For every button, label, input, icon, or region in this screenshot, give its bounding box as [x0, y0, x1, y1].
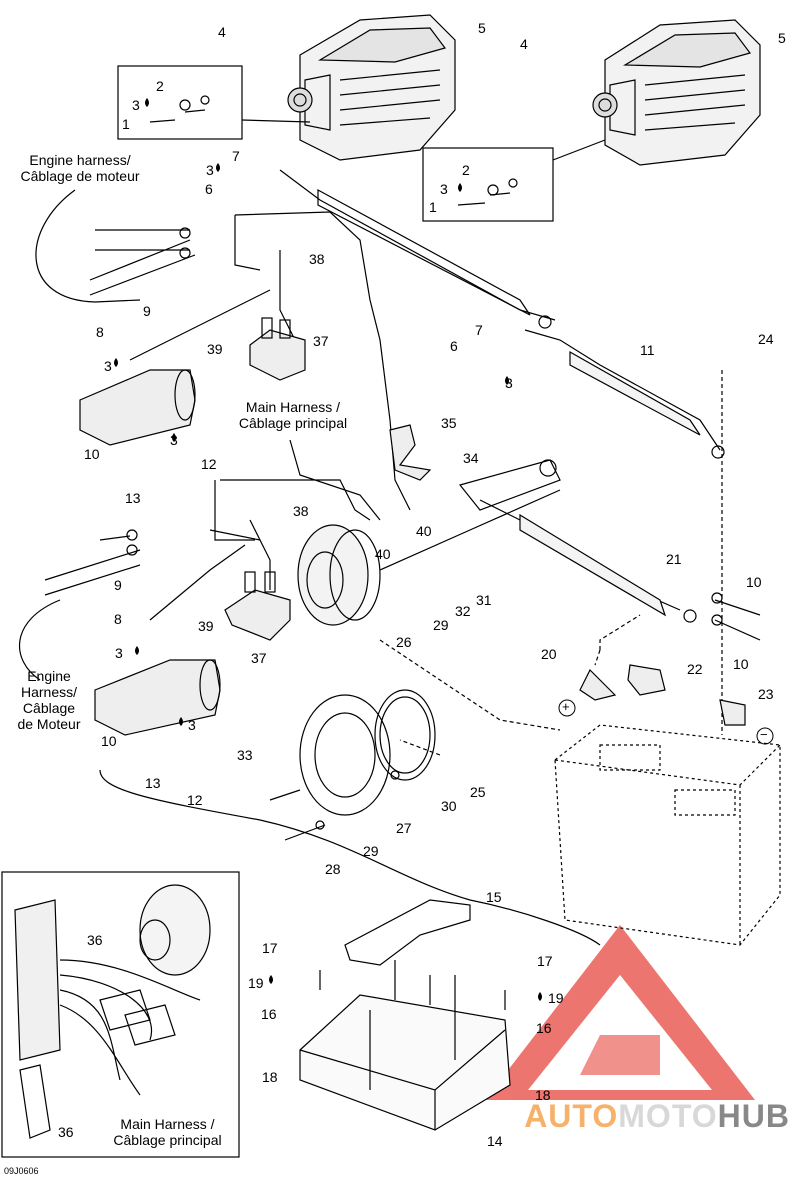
callout-3: 3 — [104, 358, 112, 374]
positive-sign: + — [562, 699, 570, 714]
oil-drop-icons — [114, 98, 542, 1001]
callout-6: 6 — [205, 181, 213, 197]
callout-26: 26 — [396, 634, 412, 650]
callout-7: 7 — [232, 148, 240, 164]
callout-10: 10 — [733, 656, 749, 672]
callout-2: 2 — [462, 162, 470, 178]
callout-29: 29 — [363, 843, 379, 859]
callout-10: 10 — [746, 574, 762, 590]
callout-36: 36 — [58, 1124, 74, 1140]
callout-10: 10 — [101, 733, 117, 749]
callout-1: 1 — [122, 116, 130, 132]
battery-icon — [554, 724, 781, 946]
callout-38: 38 — [309, 251, 325, 267]
callout-12: 12 — [201, 456, 217, 472]
diagram-code: 09J0606 — [4, 1166, 39, 1176]
callout-5: 5 — [478, 20, 486, 36]
callout-16: 16 — [536, 1020, 552, 1036]
solenoid-upper-icon — [249, 317, 306, 381]
callout-21: 21 — [666, 551, 682, 567]
callout-40: 40 — [416, 523, 432, 539]
callout-37: 37 — [313, 333, 329, 349]
watermark-text: AUTOMOTOHUB — [524, 1098, 790, 1134]
detail-box-right — [422, 147, 554, 222]
callout-6: 6 — [450, 338, 458, 354]
callout-8: 8 — [114, 611, 122, 627]
callout-22: 22 — [687, 661, 703, 677]
callout-16: 16 — [261, 1006, 277, 1022]
cover-plate-icon — [299, 689, 436, 816]
callout-11: 11 — [640, 342, 655, 358]
callout-18: 18 — [535, 1087, 551, 1103]
callout-38: 38 — [293, 503, 309, 519]
callout-8: 8 — [96, 324, 104, 340]
magneto-icon — [297, 524, 381, 626]
callout-34: 34 — [463, 450, 479, 466]
callout-3: 3 — [115, 645, 123, 661]
callout-3: 3 — [440, 181, 448, 197]
watermark-logo-icon — [485, 925, 755, 1100]
engine-right-icon — [592, 19, 761, 166]
callout-33: 33 — [237, 747, 253, 763]
callout-31: 31 — [476, 592, 492, 608]
main-harness-caption: Main Harness / Câblage principal — [238, 399, 348, 431]
callout-10: 10 — [84, 446, 100, 462]
engine-left-icon — [287, 14, 456, 161]
callout-19: 19 — [248, 975, 264, 991]
detail-box-left — [117, 65, 243, 140]
engine-harness-caption-lower: Engine Harness/ Câblage de Moteur — [17, 668, 81, 732]
callout-39: 39 — [207, 341, 223, 357]
starter-lower-icon — [94, 659, 221, 736]
callout-29: 29 — [433, 617, 449, 633]
callout-40: 40 — [375, 546, 391, 562]
callout-3: 3 — [505, 375, 513, 391]
callout-15: 15 — [486, 889, 502, 905]
callout-32: 32 — [455, 603, 471, 619]
callout-28: 28 — [325, 861, 341, 877]
callout-3: 3 — [132, 97, 140, 113]
callout-37: 37 — [251, 650, 267, 666]
callout-9: 9 — [114, 577, 122, 593]
inset-detail-box — [1, 871, 240, 1158]
callout-3: 3 — [188, 717, 196, 733]
callout-12: 12 — [187, 792, 203, 808]
callout-20: 20 — [541, 646, 557, 662]
polarity-markers — [558, 699, 774, 745]
callout-3: 3 — [206, 162, 214, 178]
callout-39: 39 — [198, 618, 214, 634]
starter-upper-icon — [79, 369, 196, 446]
callout-35: 35 — [441, 415, 457, 431]
callout-18: 18 — [262, 1069, 278, 1085]
callout-19: 19 — [548, 990, 564, 1006]
callout-27: 27 — [396, 820, 412, 836]
callout-30: 30 — [441, 798, 457, 814]
negative-sign: − — [760, 727, 768, 742]
callout-4: 4 — [520, 36, 528, 52]
callout-14: 14 — [487, 1133, 503, 1149]
solenoid-lower-icon — [224, 571, 291, 641]
callout-3: 3 — [170, 432, 178, 448]
engine-harness-caption: Engine harness/ Câblage de moteur — [20, 152, 140, 184]
callout-13: 13 — [145, 775, 161, 791]
callout-36: 36 — [87, 932, 103, 948]
callout-17: 17 — [262, 940, 278, 956]
callout-2: 2 — [156, 78, 164, 94]
callout-24: 24 — [758, 331, 774, 347]
main-harness-caption-inset: Main Harness / Câblage principal — [113, 1116, 222, 1148]
callout-1: 1 — [429, 199, 437, 215]
callout-7: 7 — [475, 322, 483, 338]
battery-tray-icon — [299, 899, 511, 1131]
callout-23: 23 — [758, 686, 774, 702]
callout-9: 9 — [143, 303, 151, 319]
callout-5: 5 — [778, 30, 786, 46]
callout-25: 25 — [470, 784, 486, 800]
callout-4: 4 — [218, 24, 226, 40]
callout-17: 17 — [537, 953, 553, 969]
callout-13: 13 — [125, 490, 141, 506]
